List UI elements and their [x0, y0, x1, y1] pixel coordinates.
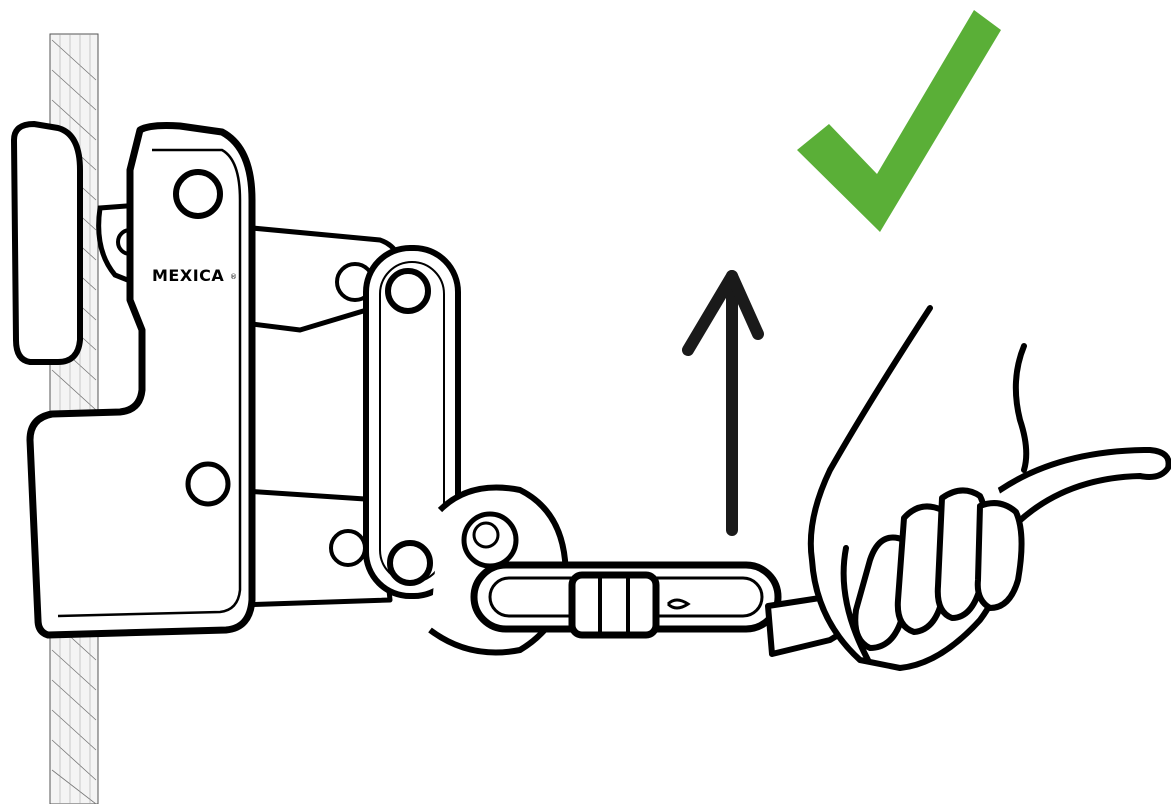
cable-guide-pad	[14, 124, 80, 362]
eye-hole-inner	[474, 523, 498, 547]
link-top-pivot	[388, 271, 428, 311]
arrow-up-icon	[688, 276, 758, 530]
checkmark-icon	[797, 10, 1001, 232]
middle-rivet	[188, 464, 228, 504]
brand-label: MEXICA	[152, 266, 224, 285]
carabiner	[474, 565, 778, 635]
top-rivet	[176, 172, 220, 216]
hand	[811, 308, 1026, 668]
locking-sleeve	[572, 575, 656, 635]
link-bottom-pivot	[390, 543, 430, 583]
lower-rear-pivot	[331, 531, 365, 565]
brand-registered-mark: ®	[230, 273, 237, 281]
